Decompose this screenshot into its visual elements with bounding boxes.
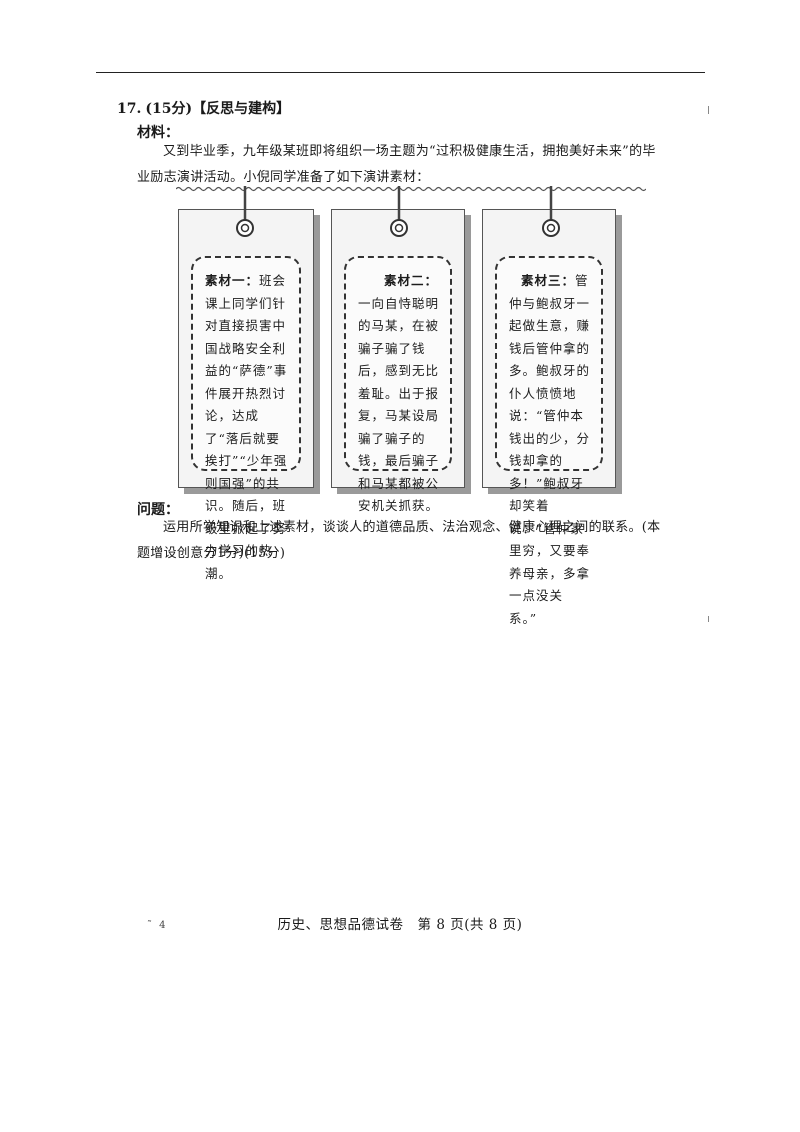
question-section: 【反思与建构】: [192, 101, 291, 117]
material-card-3-title: 素材三：: [521, 273, 576, 288]
card-1-hook-icon: [236, 186, 254, 237]
material-card-1-frame: 素材一：班会课上同学们针对直接损害中国战略安全利益的“萨德”事件展开热烈讨论，达…: [191, 256, 301, 581]
binding-string: [176, 186, 646, 192]
material-card-2-frame: 素材二： 一向自恃聪明的马某，在被骗子骗了钱后，感到无比羞耻。出于报复，马某设局骗…: [344, 256, 452, 513]
scan-speck: [708, 106, 709, 114]
question-number: 17.: [117, 101, 142, 117]
scan-speck: [708, 616, 709, 622]
card-2-hook-icon: [390, 186, 408, 237]
material-card-3: 素材三：管仲与鲍叔牙一起做生意，赚钱后管仲拿的多。鲍叔牙的仆人愤愤地说：“管仲本…: [482, 209, 616, 626]
question-heading: 17.(15分)【反思与建构】: [117, 98, 290, 118]
material-intro: 又到毕业季，九年级某班即将组织一场主题为“过积极健康生活，拥抱美好未来”的毕业励…: [137, 144, 656, 185]
material-label: 材料：: [137, 125, 179, 141]
header-rule: [96, 72, 705, 73]
question-text: 运用所学知识和上述素材，谈谈人的道德品质、法治观念、健康心理之间的联系。(本题增…: [137, 520, 661, 561]
material-card-3-text: 管仲与鲍叔牙一起做生意，赚钱后管仲拿的多。鲍叔牙的仆人愤愤地说：“管仲本钱出的少…: [509, 273, 591, 626]
page-footer: 历史、思想品德试卷 第 8 页(共 8 页): [277, 917, 523, 933]
material-card-1: 素材一：班会课上同学们针对直接损害中国战略安全利益的“萨德”事件展开热烈讨论，达…: [178, 209, 314, 581]
scan-marks: ˜ 4: [147, 920, 168, 931]
material-card-2: 素材二： 一向自恃聪明的马某，在被骗子骗了钱后，感到无比羞耻。出于报复，马某设局骗…: [331, 209, 465, 513]
card-3-hook-icon: [542, 186, 560, 237]
material-card-2-title: 素材二：: [384, 273, 439, 288]
question-score: (15分): [145, 101, 193, 117]
material-card-3-frame: 素材三：管仲与鲍叔牙一起做生意，赚钱后管仲拿的多。鲍叔牙的仆人愤愤地说：“管仲本…: [495, 256, 603, 626]
material-card-2-text: 一向自恃聪明的马某，在被骗子骗了钱后，感到无比羞耻。出于报复，马某设局骗了骗子的…: [358, 295, 440, 514]
material-card-1-text: 班会课上同学们针对直接损害中国战略安全利益的“萨德”事件展开热烈讨论，达成了“落…: [205, 273, 288, 581]
material-card-1-title: 素材一：: [205, 273, 260, 288]
question-label: 问题：: [137, 502, 179, 518]
